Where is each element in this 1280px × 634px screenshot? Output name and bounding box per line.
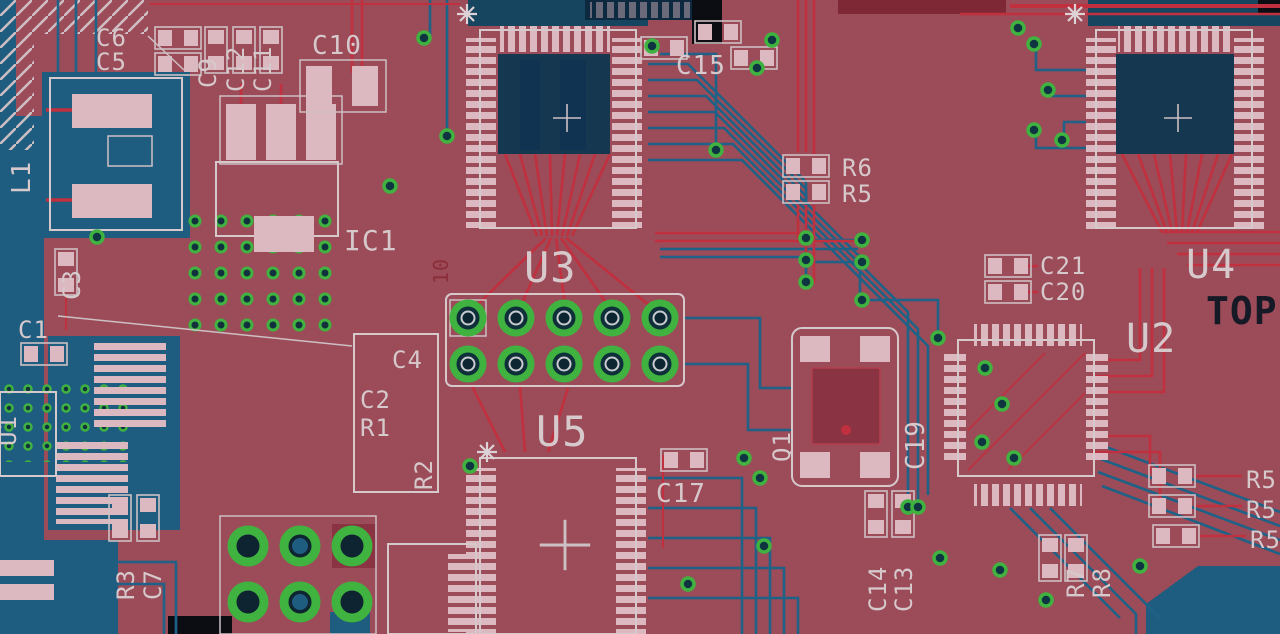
designator-r5b: R5 [1246, 496, 1277, 524]
board-side-top: TOP [1206, 289, 1278, 333]
component-u1-outline[interactable] [0, 391, 57, 477]
designator-r5a: R5 [1246, 466, 1277, 494]
fiducial-star-icon [455, 2, 479, 26]
designator-r6: R6 [842, 154, 873, 182]
designator-r5: R5 [842, 180, 873, 208]
fiducial-star-icon [1063, 2, 1087, 26]
designator-c19: C19 [901, 420, 931, 470]
designator-q1: Q1 [768, 431, 796, 462]
designator-u1: U1 [0, 415, 22, 446]
silkscreen-outlines [57, 35, 1193, 493]
silkscreen-hatch-corner [0, 0, 148, 150]
designator-c4: C4 [392, 346, 423, 374]
designator-c15: C15 [676, 51, 726, 81]
designator-c5: C5 [96, 48, 127, 76]
designator-r8: R8 [1088, 567, 1116, 598]
designator-c10: C10 [312, 31, 362, 61]
designator-u5: U5 [536, 407, 589, 456]
designator-r5c: R5 [1250, 526, 1280, 554]
designator-r2: R2 [410, 459, 438, 490]
component-q1-crystal[interactable] [791, 327, 899, 487]
designator-l1: L1 [7, 161, 37, 194]
designator-r3: R3 [112, 569, 140, 600]
designator-c1: C1 [18, 316, 49, 344]
designator-u3: U3 [524, 243, 577, 292]
designator-c13: C13 [890, 566, 918, 612]
component-c10[interactable] [299, 59, 387, 113]
component-bottom-left-part[interactable] [387, 543, 477, 634]
designator-c6: C6 [96, 24, 127, 52]
component-u2-footprint[interactable] [944, 324, 1108, 506]
component-u4-footprint[interactable] [1086, 26, 1264, 230]
silkscreen-labels: C6 C5 C9 C12 C11 C10 L1 C3 C1 IC1 U3 C15… [0, 24, 1280, 612]
designator-u2: U2 [1126, 316, 1176, 362]
designator-c2: C2 [360, 386, 391, 414]
designator-c20: C20 [1040, 278, 1086, 306]
designator-c3: C3 [58, 269, 86, 300]
designator-c21: C21 [1040, 252, 1086, 280]
designator-c12: C12 [222, 46, 250, 92]
fiducial-star-icon [475, 440, 499, 464]
designator-ic1: IC1 [344, 224, 398, 257]
component-l1[interactable] [49, 77, 183, 231]
component-edge-pads[interactable] [0, 560, 54, 600]
net-label-10: 10 [429, 258, 453, 284]
designator-r1: R1 [360, 414, 391, 442]
mounting-pads-2x3[interactable] [219, 515, 377, 634]
component-ic1[interactable] [215, 95, 343, 252]
designator-u4: U4 [1186, 242, 1236, 288]
pin-header-2x5[interactable] [445, 293, 685, 387]
designator-r7: R7 [1062, 567, 1090, 598]
designator-c9: C9 [194, 57, 222, 88]
designator-c11: C11 [249, 46, 277, 92]
designator-c7: C7 [139, 569, 167, 600]
designator-c14: C14 [864, 566, 892, 612]
component-u3-footprint[interactable] [466, 26, 642, 229]
designator-c17: C17 [656, 479, 706, 509]
component-top-strip-pins [590, 2, 690, 18]
component-u5-footprint[interactable] [466, 457, 646, 634]
